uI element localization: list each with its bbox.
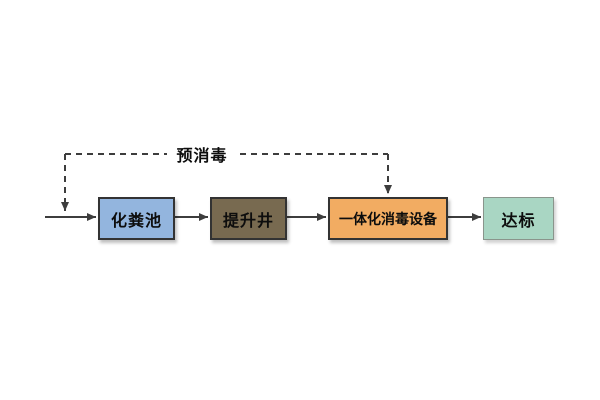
flow-node-integrated-disinfection-equipment: 一体化消毒设备 <box>328 197 448 240</box>
flow-node-septic-tank: 化粪池 <box>98 197 175 240</box>
flow-node-lift-well: 提升井 <box>210 197 287 240</box>
flow-node-compliant-discharge: 达标 <box>483 197 554 240</box>
pre-disinfection-label: 预消毒 <box>167 142 237 166</box>
